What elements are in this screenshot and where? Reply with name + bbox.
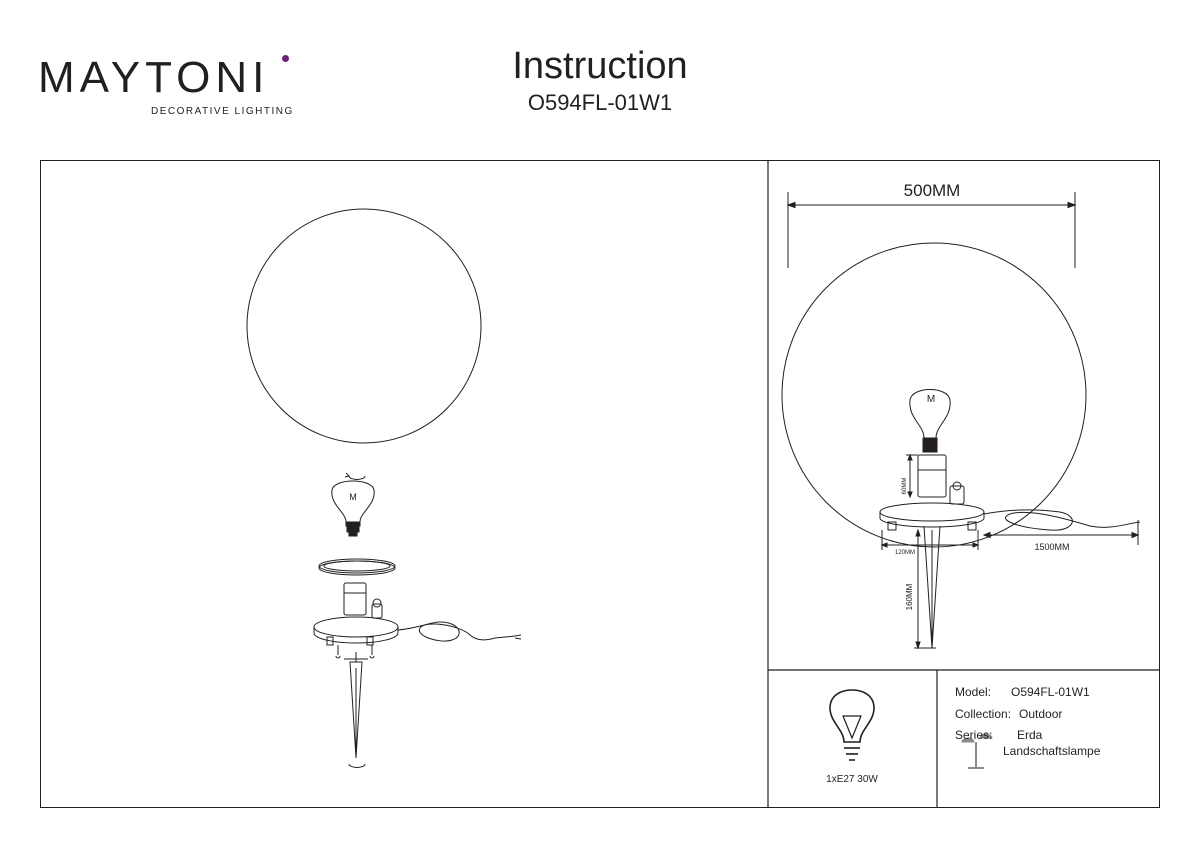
landscape-lamp-icon (961, 733, 993, 769)
exploded-bulb-letter: M (349, 492, 357, 502)
lamp-type: Landschaftslampe (1003, 744, 1101, 758)
exploded-spike (344, 652, 368, 768)
rotate-arrow-icon (344, 472, 366, 480)
lightbulb-icon (829, 689, 875, 761)
brand-tagline: DECORATIVE LIGHTING (151, 106, 294, 117)
width-dimension-label: 500MM (904, 181, 961, 200)
exploded-bulb (331, 480, 375, 537)
page-title: Instruction (512, 45, 688, 87)
dimension-view (781, 192, 1141, 650)
series-label: Series: (955, 728, 993, 742)
model-code: O594FL-01W1 (527, 90, 673, 115)
exploded-socket (343, 582, 383, 619)
collection-value: Outdoor (1019, 707, 1063, 721)
spike-length-label: 160MM (905, 583, 914, 610)
model-value: O594FL-01W1 (1011, 685, 1090, 699)
bulb-letter: M (927, 394, 935, 405)
globe-shade (246, 208, 482, 444)
collection-label: Collection: (955, 707, 1012, 721)
exploded-view (246, 208, 522, 768)
gasket-ring (318, 558, 396, 576)
brand-logo: MAYTONI DECORATIVE LIGHTING (38, 52, 292, 122)
brand-name: MAYTONI (38, 53, 270, 102)
bulb-height-label: 60MM (902, 478, 908, 495)
cable-length-label: 1500MM (1034, 542, 1069, 552)
exploded-cable (397, 621, 522, 642)
globe-outline (781, 242, 1087, 548)
dimension-bulb (909, 389, 951, 453)
bulb-spec: 1xE27 30W (826, 774, 878, 785)
brand-logo-dot (282, 55, 289, 62)
exploded-base (313, 616, 399, 659)
base-diameter-label: 120MM (895, 550, 915, 556)
series-value: Erda (1017, 728, 1043, 742)
instruction-frame (40, 160, 1160, 808)
model-label: Model: (955, 685, 992, 699)
